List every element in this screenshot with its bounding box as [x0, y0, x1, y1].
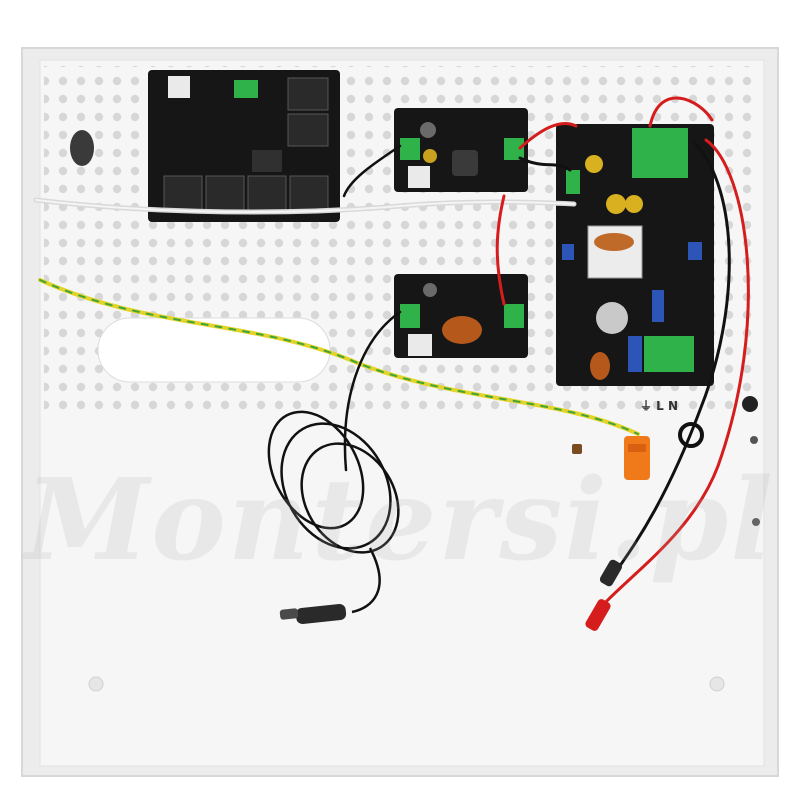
poe-switch-board — [148, 70, 340, 222]
grommet — [742, 396, 758, 412]
ground-terminal-connector — [624, 436, 650, 480]
psu-board — [556, 124, 714, 386]
dc-plug — [279, 604, 347, 624]
side-hole — [752, 518, 760, 526]
mounting-hole — [88, 676, 104, 692]
keyhole-mount — [70, 130, 94, 166]
coiled-dc-cable — [267, 410, 400, 614]
cable-grommet — [678, 422, 704, 448]
cable-slot — [97, 317, 331, 383]
wires — [33, 96, 750, 622]
dc-converter-top-board — [394, 108, 528, 192]
side-hole — [750, 436, 758, 444]
battery-spade-connectors — [585, 559, 623, 631]
mains-label: ⏚ L N — [640, 399, 679, 413]
screw — [572, 444, 582, 454]
mounting-hole — [709, 676, 725, 692]
dc-converter-mid-board — [394, 274, 528, 358]
